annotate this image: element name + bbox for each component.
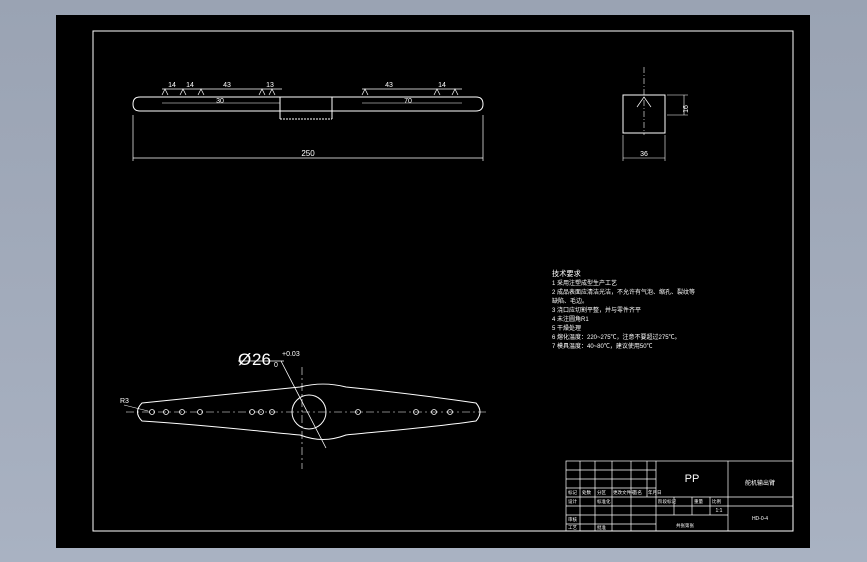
title-block-text: PP 舵机输出臂 1:1 HD-0-4 标记 处数 分区 更改文件号 签名 年月… bbox=[568, 473, 775, 531]
hub-tolerance-lower: 0 bbox=[274, 362, 278, 369]
dim-14-b: 14 bbox=[186, 82, 194, 89]
dim-14-a: 14 bbox=[168, 82, 176, 89]
tech-note-1: 1 采用注塑成型生产工艺 bbox=[552, 279, 617, 287]
dim-43-b: 43 bbox=[385, 82, 393, 89]
side-view: 16 36 bbox=[622, 67, 690, 161]
tb-cell-10: 比例 bbox=[712, 498, 721, 505]
side-width-label: 36 bbox=[640, 151, 648, 158]
overall-length-label: 250 bbox=[301, 149, 315, 158]
drawing-number-label: HD-0-4 bbox=[752, 516, 768, 522]
tb-cell-12: 工艺 bbox=[568, 525, 577, 530]
hub-tolerance-upper: +0.03 bbox=[282, 351, 300, 358]
tech-note-5: 5 干燥处理 bbox=[552, 324, 581, 332]
inner-border bbox=[92, 30, 794, 532]
tb-cell-1: 处数 bbox=[582, 489, 591, 496]
diameter-leader bbox=[280, 360, 327, 449]
scale-label: 1:1 bbox=[716, 508, 723, 514]
tb-cell-13: 批准 bbox=[597, 524, 606, 531]
tech-note-4: 4 未注圆角R1 bbox=[552, 315, 589, 323]
tb-cell-2: 分区 bbox=[597, 489, 606, 496]
dim-14-c: 14 bbox=[438, 82, 446, 89]
tb-cell-6: 设计 bbox=[568, 498, 577, 505]
hub-hole bbox=[291, 394, 327, 430]
tb-cell-5: 年月日 bbox=[648, 489, 662, 496]
title-block bbox=[565, 460, 794, 532]
tb-cell-11: 审核 bbox=[568, 516, 577, 523]
tech-note-2b: 缺陷、毛边。 bbox=[552, 297, 588, 305]
tb-cell-3: 更改文件号 bbox=[613, 489, 636, 496]
dim-43-a: 43 bbox=[223, 82, 231, 89]
radius-leader bbox=[123, 404, 149, 412]
dim-13: 13 bbox=[266, 82, 274, 89]
tech-notes-title: 技术要求 bbox=[552, 269, 581, 278]
tb-cell-7: 标准化 bbox=[597, 498, 611, 505]
tb-cell-14: 共张第张 bbox=[676, 522, 694, 529]
end-radius-label: R3 bbox=[120, 398, 129, 405]
mounting-holes bbox=[149, 409, 453, 415]
material-label: PP bbox=[685, 473, 700, 485]
arm-outline-front bbox=[132, 96, 484, 112]
top-view: Ø 26 +0.03 0 R3 bbox=[120, 350, 488, 469]
tech-note-3: 3 浇口应切割平整，并与零件齐平 bbox=[552, 306, 641, 314]
side-height-label: 16 bbox=[683, 105, 690, 113]
cad-canvas: 250 14 14 43 13 43 14 30 70 16 bbox=[92, 30, 794, 532]
tb-cell-9: 重量 bbox=[694, 498, 703, 505]
tech-notes: 技术要求 1 采用注塑成型生产工艺 2 成品表面应清洁光洁，不允许有气泡、缩孔、… bbox=[552, 269, 695, 350]
tb-cell-4: 签名 bbox=[633, 489, 642, 496]
hub-diameter-label: 26 bbox=[252, 350, 271, 369]
tech-note-2: 2 成品表面应清洁光洁，不允许有气泡、缩孔、裂纹等 bbox=[552, 288, 695, 296]
drawing-sheet: 250 14 14 43 13 43 14 30 70 16 bbox=[56, 15, 810, 548]
hub-diameter-symbol: Ø bbox=[238, 350, 251, 369]
tb-cell-0: 标记 bbox=[568, 489, 577, 496]
dim-arrow-ticks bbox=[161, 88, 459, 96]
dim-70: 70 bbox=[404, 98, 412, 105]
tb-cell-8: 阶段标记 bbox=[658, 498, 676, 505]
front-view: 250 14 14 43 13 43 14 30 70 bbox=[132, 82, 484, 161]
tech-note-6: 6 熔化温度：220~275℃，注意不要超过275℃。 bbox=[552, 333, 681, 341]
dim-30: 30 bbox=[216, 98, 224, 105]
side-hub-hint bbox=[636, 96, 652, 108]
part-name-label: 舵机输出臂 bbox=[745, 479, 775, 487]
tech-note-7: 7 模具温度：40~80℃，建议使用50℃ bbox=[552, 342, 653, 350]
